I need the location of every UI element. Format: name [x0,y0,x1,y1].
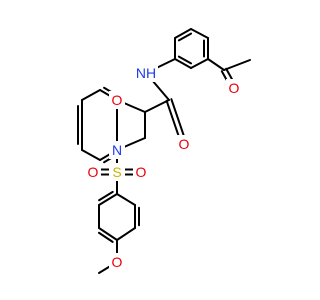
atom-sulfonyl-oxygen-left: O [85,163,101,181]
structure-svg: NH O O O N S O O [77,28,251,274]
bond-aryl-2 [174,28,192,39]
bond-mp-4 [98,227,118,241]
bond-aryl-acetyl [207,58,225,71]
atom-methoxy-oxygen: O [109,253,125,271]
atom-ketone-oxygen: O [226,79,242,97]
atom-sulfur: S [109,163,125,181]
atom-sulfonyl-oxygen-right: O [133,163,149,181]
bond-acetyl-methyl [223,59,251,71]
molecule-diagram: NH O O O N S O O [77,28,251,274]
bond-mp-6 [98,193,118,206]
atom-sulfur-label: S [112,164,121,180]
atom-nh: NH [134,64,158,82]
atom-methoxy-oxygen-label: O [112,254,123,270]
atom-sulfonyl-oxygen-right-label: O [136,164,147,180]
bond-aryl-6-inner [177,55,193,65]
atom-ketone-oxygen-label: O [229,80,240,96]
bond-mp-6-inner [98,190,114,202]
atom-nh-label: NH [136,65,156,81]
bond-benz-5 [81,89,101,101]
bond-aryl-2-inner [177,32,193,42]
atom-amide-oxygen-label: O [179,136,190,152]
atom-ring-oxygen-label: O [112,92,123,108]
atom-ring-oxygen: O [109,91,125,109]
atom-amide-oxygen: O [176,135,192,153]
bond-layer [77,28,251,274]
bond-mp-1 [116,193,136,206]
bond-benz-3 [81,149,101,161]
atom-label-layer: NH O O O N S O O [85,64,242,271]
bond-aryl-6 [174,58,192,69]
bond-aryl-5 [190,58,209,69]
atom-sulfonyl-oxygen-left-label: O [88,164,99,180]
bond-mp-3 [116,227,136,241]
bond-c2-carbonyl [144,99,170,113]
atom-ring-nitrogen-label: N [112,142,122,158]
bond-aryl-3 [190,28,209,39]
atom-ring-nitrogen: N [109,141,125,159]
bond-mp-4-inner [97,231,114,243]
